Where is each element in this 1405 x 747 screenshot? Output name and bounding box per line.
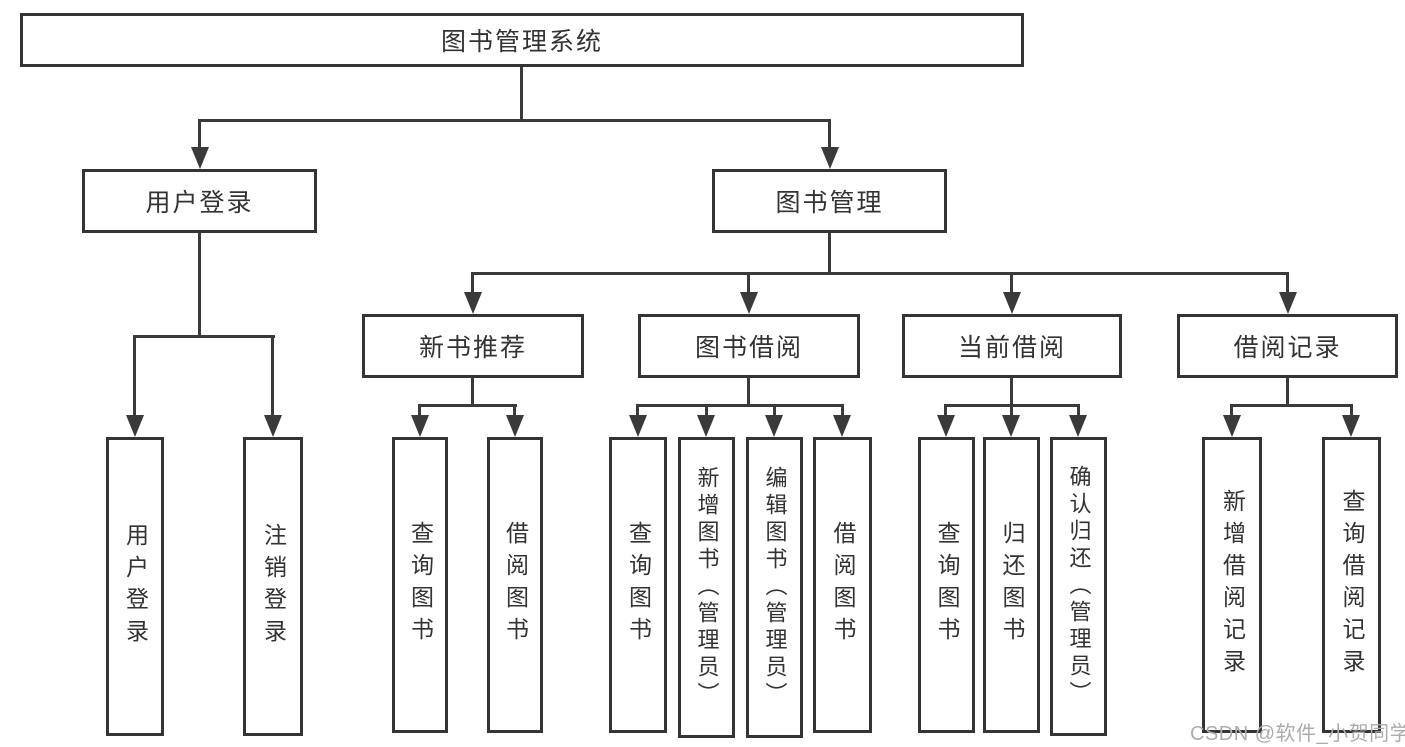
connector-stem-cur-2 [1010, 404, 1013, 418]
node-root: 图书管理系统 [20, 13, 1024, 67]
node-current-borrow-label: 当前借阅 [957, 334, 1066, 362]
arrow-down-icon [937, 415, 955, 437]
node-new-book-rec: 新书推荐 [362, 314, 584, 378]
connector-rec-horizontal [418, 404, 517, 407]
leaf-bor-add-books-admin: 新增图书（管理员） [678, 437, 735, 738]
node-current-borrow: 当前借阅 [902, 314, 1122, 378]
node-book-borrow: 图书借阅 [638, 314, 860, 378]
leaf-recd-add-record: 新增借阅记录 [1202, 437, 1262, 733]
connector-bor-horizontal [636, 404, 844, 407]
arrow-down-icon [1069, 415, 1087, 437]
node-new-book-rec-label: 新书推荐 [418, 334, 527, 362]
leaf-user-login: 用户登录 [106, 437, 164, 736]
leaf-bor-query-books: 查询图书 [609, 437, 667, 733]
leaf-cur-return-books: 归还图书 [983, 437, 1040, 733]
connector-stem-rec [471, 272, 474, 294]
connector-stem-cur [1010, 272, 1013, 294]
arrow-down-icon [1223, 415, 1241, 437]
connector-cur-vertical [1010, 378, 1013, 407]
arrow-down-icon [1002, 415, 1020, 437]
connector-recd-vertical [1286, 378, 1289, 407]
leaf-rec-query-books: 查询图书 [392, 437, 448, 733]
leaf-rec-query-books-label: 查询图书 [407, 521, 434, 649]
leaf-bor-query-books-label: 查询图书 [625, 521, 652, 649]
arrow-down-icon [821, 147, 839, 169]
connector-stem-rec-1 [418, 404, 421, 418]
connector-stem-recd-2 [1350, 404, 1353, 418]
csdn-watermark: CSDN @软件_小贺同学 [1190, 723, 1405, 745]
connector-stem-bor [747, 272, 750, 294]
connector-stem-bor-3 [773, 404, 776, 418]
leaf-bor-borrow-books-label: 借阅图书 [830, 521, 856, 649]
arrow-down-icon [411, 415, 429, 437]
leaf-logout: 注销登录 [243, 437, 303, 736]
connector-stem-bor-1 [636, 404, 639, 418]
arrow-down-icon [191, 147, 209, 169]
node-borrow-records: 借阅记录 [1177, 314, 1398, 378]
connector-stem-rec-2 [513, 404, 516, 418]
arrow-down-icon [833, 415, 851, 437]
node-book-mgmt: 图书管理 [712, 169, 947, 233]
leaf-bor-edit-books-admin-label: 编辑图书（管理员） [762, 466, 788, 709]
node-book-mgmt-label: 图书管理 [775, 189, 884, 217]
leaf-logout-label: 注销登录 [260, 522, 287, 651]
connector-stem-book-mgmt [828, 119, 831, 149]
leaf-rec-borrow-books: 借阅图书 [487, 437, 543, 733]
connector-bor-vertical [747, 378, 750, 407]
leaf-cur-query-books-label: 查询图书 [934, 521, 960, 649]
connector-stem-login-2 [271, 335, 274, 417]
leaf-bor-borrow-books: 借阅图书 [813, 437, 872, 733]
connector-rec-vertical [471, 378, 474, 407]
leaf-cur-confirm-return-admin-label: 确认归还（管理员） [1066, 465, 1092, 708]
leaf-recd-add-record-label: 新增借阅记录 [1219, 489, 1246, 681]
node-user-login: 用户登录 [82, 169, 317, 233]
arrow-down-icon [464, 292, 482, 314]
connector-mgmt-horizontal [471, 272, 1289, 275]
connector-stem-recd [1286, 272, 1289, 294]
node-borrow-records-label: 借阅记录 [1233, 334, 1342, 362]
arrow-down-icon [1279, 292, 1297, 314]
connector-login-horizontal [133, 335, 275, 338]
connector-stem-cur-3 [1077, 404, 1080, 418]
leaf-cur-return-books-label: 归还图书 [999, 521, 1025, 649]
leaf-bor-add-books-admin-label: 新增图书（管理员） [694, 466, 720, 709]
leaf-cur-confirm-return-admin: 确认归还（管理员） [1050, 437, 1107, 736]
connector-recd-horizontal [1230, 404, 1353, 407]
connector-mgmt-vertical [828, 233, 831, 275]
leaf-cur-query-books: 查询图书 [918, 437, 975, 733]
arrow-down-icon [126, 415, 144, 437]
connector-stem-bor-2 [705, 404, 708, 418]
arrow-down-icon [1003, 292, 1021, 314]
connector-stem-cur-1 [944, 404, 947, 418]
arrow-down-icon [264, 415, 282, 437]
arrow-down-icon [740, 292, 758, 314]
node-root-label: 图书管理系统 [440, 28, 603, 56]
connector-stem-user-login [198, 119, 201, 149]
leaf-recd-query-record: 查询借阅记录 [1322, 437, 1381, 733]
node-user-login-label: 用户登录 [145, 189, 254, 217]
arrow-down-icon [629, 415, 647, 437]
leaf-bor-edit-books-admin: 编辑图书（管理员） [746, 437, 803, 738]
node-book-borrow-label: 图书借阅 [694, 334, 803, 362]
connector-root-horizontal [198, 119, 831, 122]
arrow-down-icon [697, 415, 715, 437]
connector-stem-recd-1 [1230, 404, 1233, 418]
arrow-down-icon [765, 415, 783, 437]
arrow-down-icon [506, 415, 524, 437]
arrow-down-icon [1342, 415, 1360, 437]
connector-login-vertical [198, 233, 201, 337]
leaf-rec-borrow-books-label: 借阅图书 [502, 521, 529, 649]
connector-stem-bor-4 [841, 404, 844, 418]
leaf-recd-query-record-label: 查询借阅记录 [1339, 489, 1365, 681]
leaf-user-login-label: 用户登录 [122, 522, 149, 651]
connector-root-vertical [520, 67, 523, 121]
connector-stem-login-1 [133, 335, 136, 417]
